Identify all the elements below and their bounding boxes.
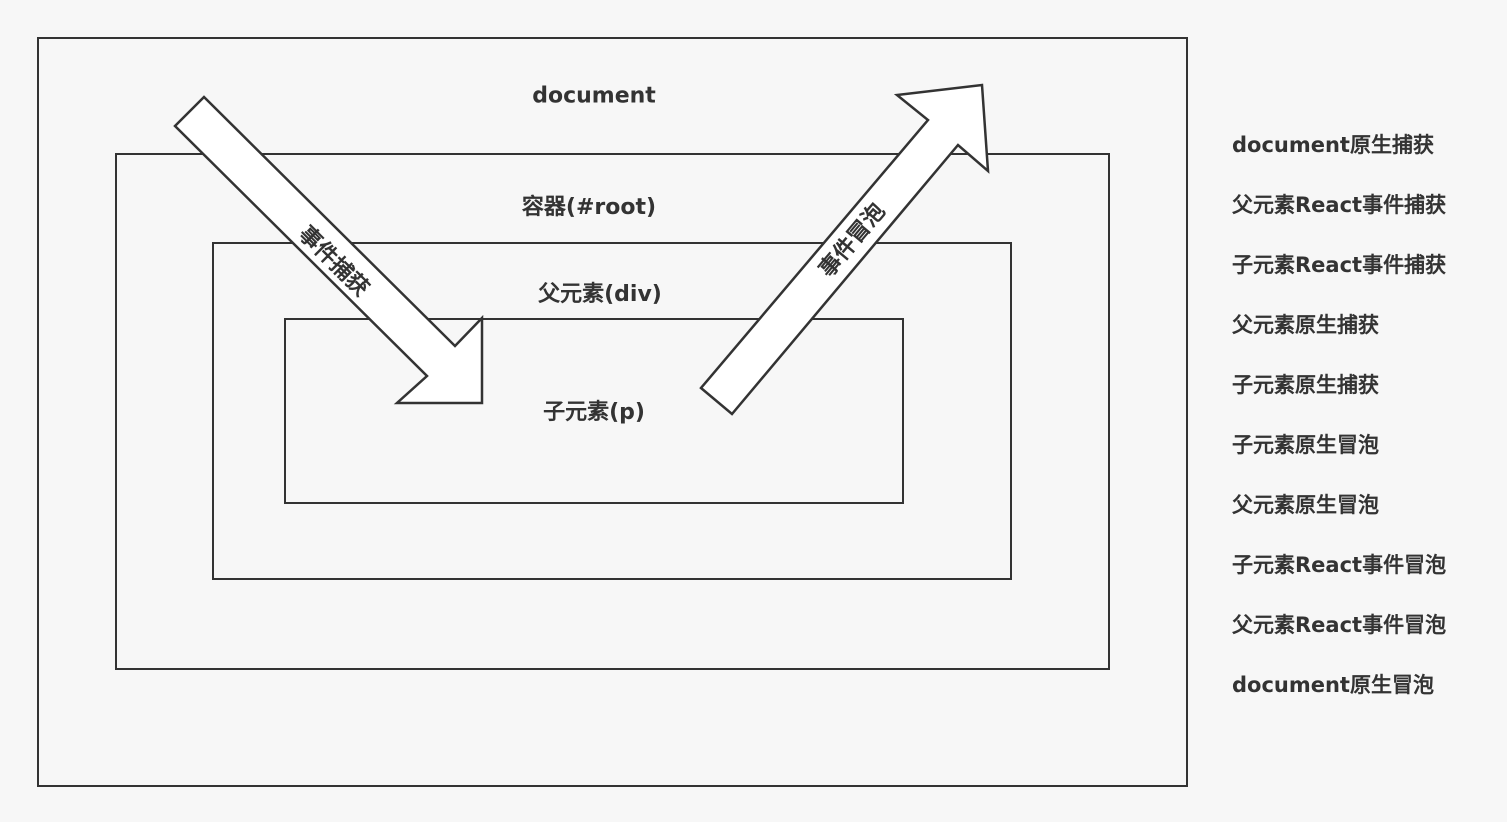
sequence-item: 父元素原生捕获 <box>1232 313 1379 337</box>
container-box <box>115 153 1110 670</box>
sequence-item: 父元素React事件捕获 <box>1232 193 1447 217</box>
sequence-item: document原生捕获 <box>1232 133 1434 157</box>
bubble-arrow <box>699 83 990 416</box>
parent-label: 父元素(div) <box>538 282 662 307</box>
document-box <box>37 37 1188 787</box>
capture-arrow <box>173 95 484 405</box>
sequence-item: 子元素React事件捕获 <box>1232 253 1447 277</box>
sequence-item: 父元素React事件冒泡 <box>1232 613 1447 637</box>
sequence-item: 父元素原生冒泡 <box>1232 493 1379 517</box>
sequence-item: document原生冒泡 <box>1232 673 1434 697</box>
sequence-item: 子元素React事件冒泡 <box>1232 553 1447 577</box>
parent-box <box>212 242 1012 580</box>
sequence-item: 子元素原生冒泡 <box>1232 433 1379 457</box>
sequence-item: 子元素原生捕获 <box>1232 373 1379 397</box>
child-box <box>284 318 904 504</box>
document-label: document <box>532 83 656 109</box>
container-label: 容器(#root) <box>521 195 657 220</box>
event-order-list: document原生捕获 父元素React事件捕获 子元素React事件捕获 父… <box>1232 128 1446 728</box>
child-label: 子元素(p) <box>543 400 645 425</box>
